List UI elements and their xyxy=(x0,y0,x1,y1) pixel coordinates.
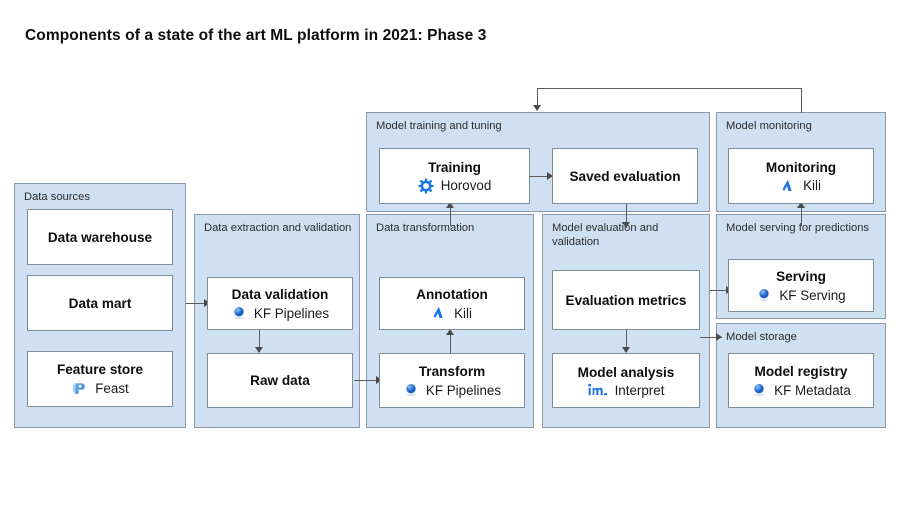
card-sub-serving: KF Serving xyxy=(756,287,846,303)
arrowhead-feedback-to-training xyxy=(533,105,541,111)
group-label-model-monitoring: Model monitoring xyxy=(726,120,812,132)
connector-feedback-horizontal xyxy=(537,88,802,89)
card-model-analysis[interactable]: Model analysis Interpret xyxy=(552,353,700,408)
group-label-model-storage: Model storage xyxy=(726,331,797,343)
connector-feedback-right-vertical xyxy=(801,88,802,113)
connector-feedback-left-vertical xyxy=(537,88,538,108)
card-title-monitoring: Monitoring xyxy=(765,159,837,175)
card-title-evaluation-metrics: Evaluation metrics xyxy=(565,292,687,308)
card-title-transform: Transform xyxy=(418,364,486,379)
connector-analysis-to-storage xyxy=(700,337,722,338)
card-monitoring[interactable]: Monitoring Kili xyxy=(728,148,874,204)
interpret-icon xyxy=(587,383,608,398)
card-annotation[interactable]: Annotation Kili xyxy=(379,277,525,330)
arrowhead-training-to-saved-eval xyxy=(547,172,553,180)
connector-metrics-to-analysis xyxy=(626,330,627,352)
kubeflow-icon xyxy=(231,305,247,321)
group-label-model-serving: Model serving for predictions xyxy=(726,222,870,234)
group-label-model-evaluation: Model evaluation and validation xyxy=(552,222,659,248)
card-model-registry[interactable]: Model registry KF Metadata xyxy=(728,353,874,408)
card-sub-model-registry: KF Metadata xyxy=(751,382,851,398)
card-training[interactable]: Training xyxy=(379,148,530,204)
card-title-model-analysis: Model analysis xyxy=(577,364,675,380)
card-tool-monitoring: Kili xyxy=(803,178,821,193)
kili-icon xyxy=(432,305,447,321)
connector-serving-to-monitoring xyxy=(801,204,802,226)
card-raw-data[interactable]: Raw data xyxy=(207,353,353,408)
card-sub-annotation: Kili xyxy=(432,305,472,321)
card-serving[interactable]: Serving KF Serving xyxy=(728,259,874,312)
card-sub-model-analysis: Interpret xyxy=(587,382,665,398)
arrowhead-saved-eval-to-metrics xyxy=(622,222,630,228)
card-sub-monitoring: Kili xyxy=(781,178,821,194)
arrowhead-serving-to-monitoring xyxy=(797,202,805,208)
card-tool-training: Horovod xyxy=(440,178,492,193)
card-tool-serving: KF Serving xyxy=(779,287,846,303)
card-title-model-registry: Model registry xyxy=(754,364,848,379)
card-sub-feature-store: Feast xyxy=(71,380,129,397)
card-sub-data-validation: KF Pipelines xyxy=(231,305,329,321)
kubeflow-icon xyxy=(403,382,419,398)
page-title: Components of a state of the art ML plat… xyxy=(25,27,487,44)
card-title-data-mart: Data mart xyxy=(68,295,132,311)
card-data-validation[interactable]: Data validation KF Pipelines xyxy=(207,277,353,330)
group-label-model-training: Model training and tuning xyxy=(376,120,502,132)
card-title-feature-store: Feature store xyxy=(56,362,144,377)
card-title-raw-data: Raw data xyxy=(250,373,310,388)
arrowhead-transform-to-annotation xyxy=(446,329,454,335)
card-title-training: Training xyxy=(428,159,481,175)
card-title-data-warehouse: Data warehouse xyxy=(47,229,153,245)
arrowhead-annotation-to-training xyxy=(446,202,454,208)
card-sub-training: Horovod xyxy=(418,178,492,194)
connector-saved-eval-to-metrics xyxy=(626,204,627,228)
card-saved-evaluation[interactable]: Saved evaluation xyxy=(552,148,698,204)
card-feature-store[interactable]: Feature store Feast xyxy=(27,351,173,407)
group-label-data-sources: Data sources xyxy=(24,191,90,203)
connector-sources-to-extraction xyxy=(186,303,208,304)
group-label-data-transformation: Data transformation xyxy=(376,222,475,234)
connector-transform-to-annotation xyxy=(450,330,451,353)
feast-icon xyxy=(71,380,88,397)
card-tool-annotation: Kili xyxy=(454,305,472,321)
card-title-annotation: Annotation xyxy=(416,287,488,302)
arrowhead-validation-to-rawdata xyxy=(255,347,263,353)
arrowhead-analysis-to-storage xyxy=(716,333,722,341)
card-tool-feature-store: Feast xyxy=(95,381,129,396)
kubeflow-icon xyxy=(756,287,772,303)
card-tool-model-analysis: Interpret xyxy=(614,382,665,398)
card-tool-data-validation: KF Pipelines xyxy=(253,305,330,321)
kubeflow-icon xyxy=(751,382,767,398)
card-data-warehouse[interactable]: Data warehouse xyxy=(27,209,173,265)
connector-training-to-saved-eval xyxy=(530,176,552,177)
connector-validation-to-rawdata xyxy=(259,330,260,352)
card-title-serving: Serving xyxy=(776,269,826,284)
connector-rawdata-to-transform xyxy=(354,380,380,381)
connector-metrics-to-serving xyxy=(710,290,732,291)
connector-annotation-to-training xyxy=(450,204,451,226)
arrowhead-metrics-to-analysis xyxy=(622,347,630,353)
card-sub-transform: KF Pipelines xyxy=(403,382,501,398)
card-evaluation-metrics[interactable]: Evaluation metrics xyxy=(552,270,700,330)
card-title-data-validation: Data validation xyxy=(231,287,329,302)
horovod-icon xyxy=(418,178,434,194)
kili-icon xyxy=(781,178,796,194)
card-tool-model-registry: KF Metadata xyxy=(774,382,851,398)
card-data-mart[interactable]: Data mart xyxy=(27,275,173,331)
card-tool-transform: KF Pipelines xyxy=(425,382,502,398)
card-transform[interactable]: Transform KF Pipelines xyxy=(379,353,525,408)
card-title-saved-evaluation: Saved evaluation xyxy=(569,168,681,184)
group-label-data-extraction: Data extraction and validation xyxy=(204,222,352,234)
